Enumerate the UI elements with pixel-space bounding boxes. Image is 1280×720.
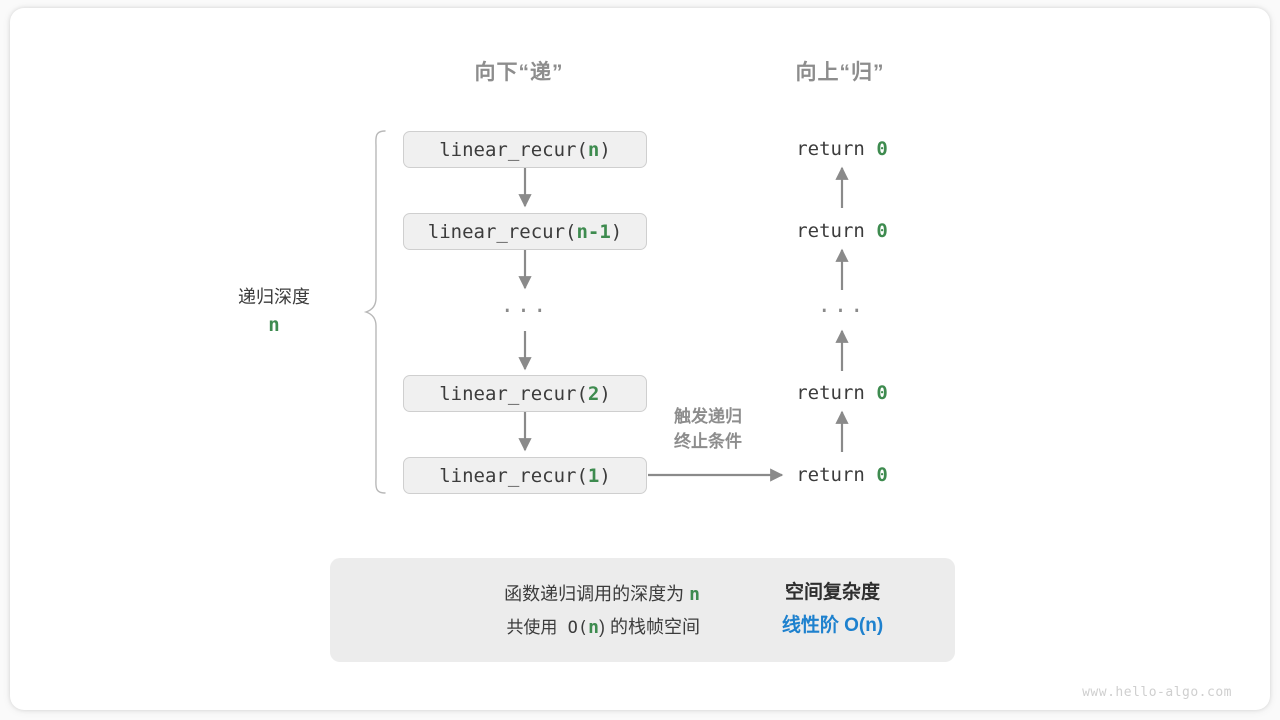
call-frame-prefix: linear_recur( (439, 382, 588, 405)
return-keyword: return (796, 464, 877, 486)
recursion-depth-value: n (268, 314, 280, 336)
call-frame-suffix: ) (599, 382, 611, 405)
return-ellipsis: ··· (817, 299, 867, 324)
call-frame-prefix: linear_recur( (427, 220, 577, 243)
return-statement: return 0 (796, 138, 888, 160)
call-frame-prefix: linear_recur( (439, 464, 588, 487)
termination-condition-label: 触发递归 终止条件 (674, 404, 742, 454)
termination-line-2: 终止条件 (674, 432, 742, 451)
return-value: 0 (876, 382, 888, 404)
call-frame-box[interactable]: linear_recur(2) (403, 375, 647, 412)
summary-panel: 函数递归调用的深度为 n 共使用 O(n) 的栈帧空间 空间复杂度 线性阶 O(… (330, 558, 955, 662)
recursion-depth-title: 递归深度 (238, 287, 310, 307)
summary-line-1-text: 函数递归调用的深度为 (504, 584, 690, 604)
call-frame-arg: 1 (587, 464, 600, 487)
call-frame-suffix: ) (599, 138, 611, 161)
summary-line-2-prefix: 共使用 O( (506, 618, 589, 638)
call-frame-prefix: linear_recur( (439, 138, 588, 161)
return-statement: return 0 (796, 382, 888, 404)
call-stack-ellipsis: ··· (500, 299, 550, 324)
column-header-ascend: 向上“归” (795, 61, 885, 84)
summary-description: 函数递归调用的深度为 n 共使用 O(n) 的栈帧空间 (360, 578, 700, 644)
summary-line-2-highlight: n (588, 617, 599, 638)
complexity-result: 空间复杂度 线性阶 O(n) (730, 576, 935, 642)
summary-line-2: 共使用 O(n) 的栈帧空间 (360, 611, 700, 644)
return-statement: return 0 (796, 220, 888, 242)
return-keyword: return (796, 220, 877, 242)
return-statement: return 0 (796, 464, 888, 486)
complexity-title: 空间复杂度 (784, 582, 880, 603)
return-value: 0 (876, 220, 888, 242)
call-frame-box[interactable]: linear_recur(n) (403, 131, 647, 168)
column-header-descend: 向下“递” (474, 61, 564, 84)
summary-line-1-highlight: n (689, 584, 700, 605)
summary-line-2-suffix: ) 的栈帧空间 (599, 617, 700, 637)
termination-line-1: 触发递归 (674, 407, 742, 426)
call-frame-arg: 2 (587, 382, 600, 405)
return-value: 0 (876, 464, 888, 486)
return-keyword: return (796, 138, 877, 160)
call-frame-box[interactable]: linear_recur(n-1) (403, 213, 647, 250)
return-keyword: return (796, 382, 877, 404)
watermark: www.hello-algo.com (1082, 685, 1232, 700)
recursion-depth-label: 递归深度 n (238, 283, 310, 339)
complexity-value: 线性阶 O(n) (781, 615, 884, 636)
summary-line-1: 函数递归调用的深度为 n (360, 578, 700, 611)
call-frame-suffix: ) (599, 464, 611, 487)
return-value: 0 (876, 138, 888, 160)
call-frame-suffix: ) (610, 220, 623, 243)
call-frame-arg: n-1 (576, 220, 611, 243)
call-frame-arg: n (587, 138, 600, 161)
call-frame-box[interactable]: linear_recur(1) (403, 457, 647, 494)
